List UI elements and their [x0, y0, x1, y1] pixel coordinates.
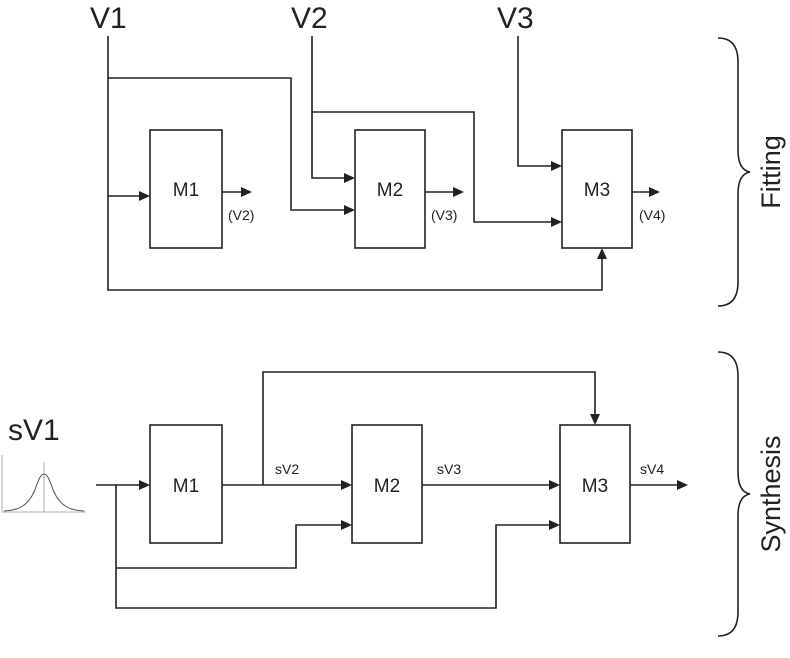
- arrowhead: [344, 173, 355, 183]
- fitting-m3-box: [561, 129, 633, 249]
- fitting-brace: [717, 37, 751, 307]
- synthesis-sv1-to-m3-wire: [115, 485, 550, 609]
- synthesis-m3-label: M3: [582, 476, 608, 497]
- fitting-v3-to-m3-wire: [517, 36, 552, 167]
- arrowhead: [677, 480, 688, 490]
- fitting-section: V1 V2 V3 M1 M2 M3 (V2) (V: [90, 2, 786, 307]
- synthesis-section-label: Synthesis: [756, 435, 786, 552]
- arrowhead: [139, 480, 150, 490]
- fitting-m3-label: M3: [584, 180, 610, 201]
- fitting-m3-output-label: (V4): [639, 207, 665, 223]
- fitting-m2-label: M2: [377, 180, 403, 201]
- arrowhead: [551, 217, 562, 227]
- arrowhead: [241, 187, 252, 197]
- fitting-m2-box: [354, 129, 426, 249]
- synthesis-brace: [717, 351, 751, 637]
- fitting-m1-label: M1: [173, 180, 199, 201]
- synthesis-m2-label: M2: [374, 476, 400, 497]
- synthesis-sv1-to-m2-wire: [116, 524, 342, 569]
- fitting-v2-to-m2-wire: [311, 36, 345, 179]
- fitting-section-label: Fitting: [756, 135, 786, 209]
- synthesis-m1-to-m3-wire: [262, 371, 596, 485]
- arrowhead: [590, 414, 600, 425]
- fitting-input-v2: V2: [291, 2, 328, 35]
- synthesis-sv2-label: sV2: [275, 461, 299, 477]
- synthesis-m1-box: [149, 424, 223, 544]
- arrowhead: [649, 187, 660, 197]
- gaussian-distribution-icon: [1, 455, 86, 513]
- fitting-input-v3: V3: [497, 2, 534, 35]
- synthesis-m2-box: [351, 424, 423, 544]
- arrowhead: [597, 248, 607, 259]
- arrowhead: [549, 520, 560, 530]
- fitting-input-v1: V1: [90, 2, 127, 35]
- fitting-m1-box: [149, 129, 223, 249]
- arrowhead: [341, 520, 352, 530]
- fitting-m2-output-label: (V3): [431, 207, 457, 223]
- arrowhead: [344, 205, 355, 215]
- synthesis-sv3-label: sV3: [437, 461, 461, 477]
- synthesis-sv4-label: sV4: [640, 461, 664, 477]
- fitting-v1-to-m2-wire: [108, 77, 345, 211]
- synthesis-m1-label: M1: [173, 476, 199, 497]
- arrowhead: [551, 161, 562, 171]
- arrowhead: [341, 480, 352, 490]
- arrowhead: [139, 191, 150, 201]
- fitting-v2-to-m3-wire: [312, 111, 552, 223]
- fitting-v1-loop-wire: [107, 36, 603, 291]
- arrowhead: [549, 480, 560, 490]
- fitting-m1-output-label: (V2): [228, 207, 254, 223]
- arrowhead: [453, 187, 464, 197]
- synthesis-input-label: sV1: [8, 414, 60, 447]
- synthesis-section: sV1 M1 M2 M3 sV2 sV3 sV4: [1, 351, 786, 637]
